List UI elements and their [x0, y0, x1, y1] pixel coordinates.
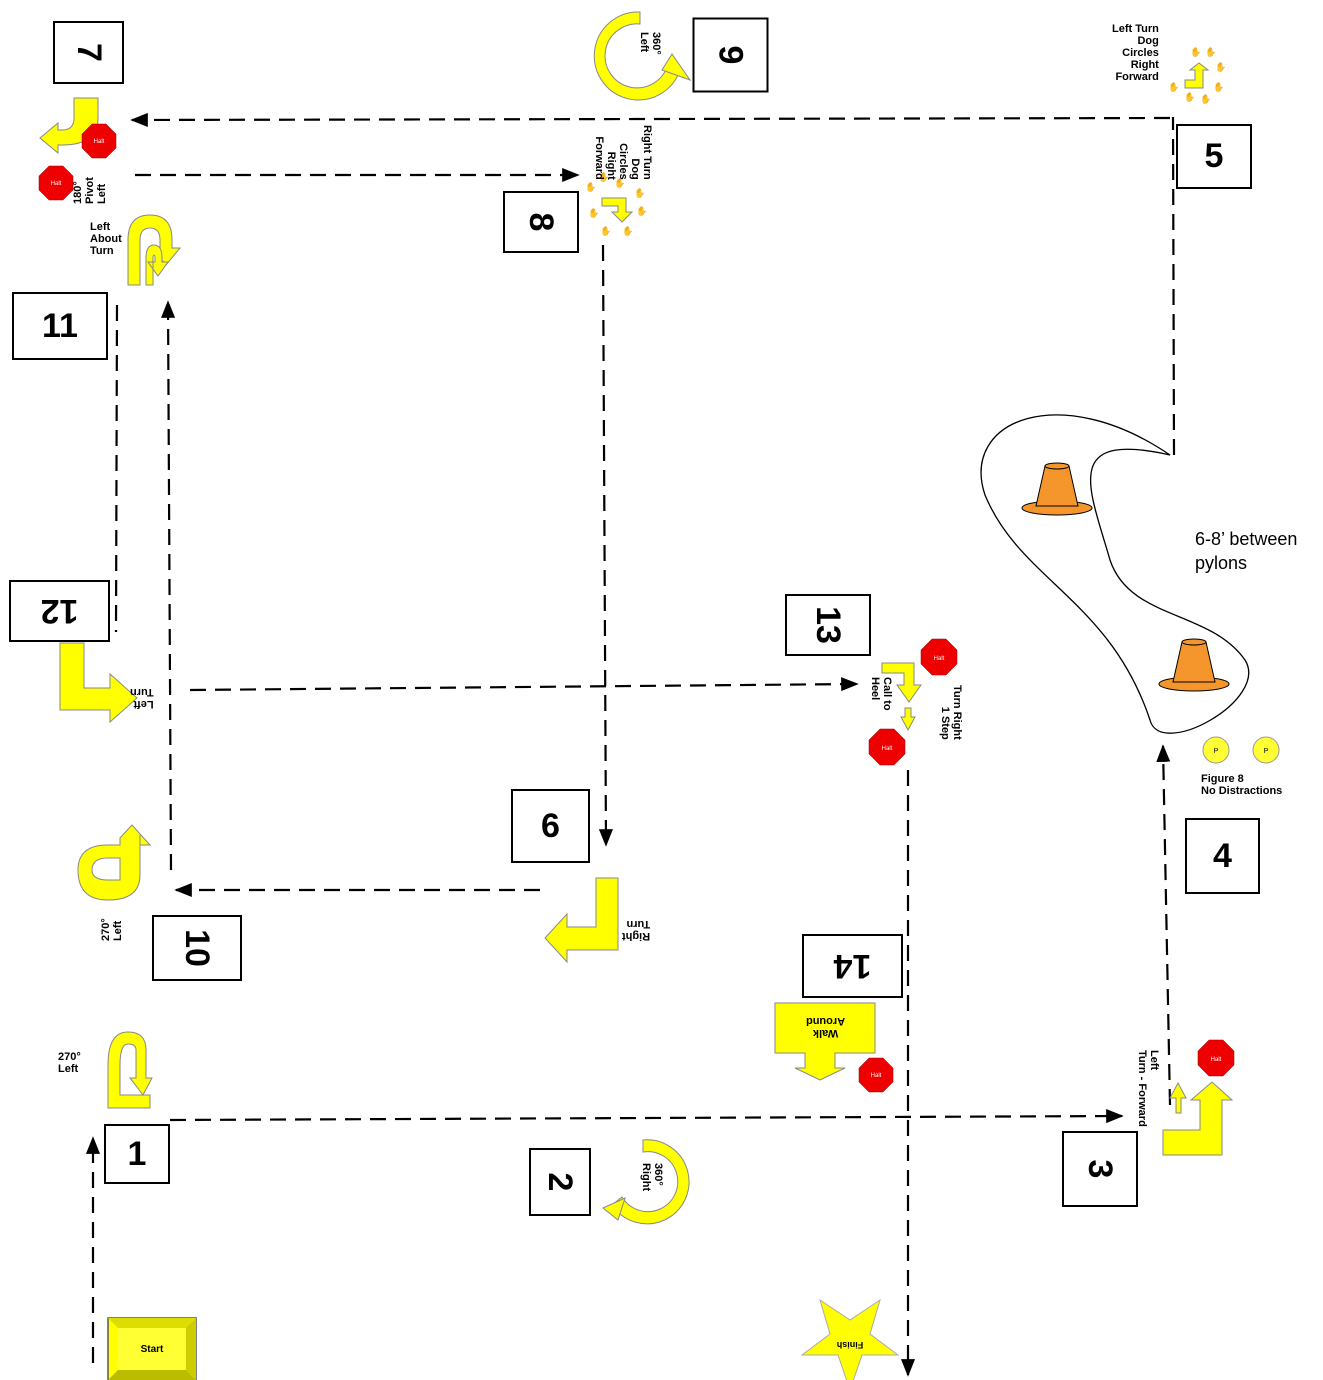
station-6: 6	[511, 789, 590, 863]
start-label: Start	[141, 1344, 164, 1355]
station-14: 14	[802, 934, 903, 998]
sign-right-turn	[544, 877, 619, 964]
station-2: 2	[529, 1148, 591, 1216]
halt-label-4: Halt	[882, 746, 893, 752]
halt-label-2: Halt	[51, 181, 62, 187]
finish-star: Finish	[800, 1298, 900, 1380]
path-10-to-about-turn	[161, 300, 176, 871]
label-360-right: 360° Right	[640, 1163, 664, 1192]
start-sign: Start	[107, 1317, 197, 1380]
svg-text:✋: ✋	[585, 181, 596, 193]
halt-label-1: Halt	[94, 139, 105, 145]
station-3: 3	[1062, 1131, 1138, 1207]
course-path	[85, 112, 1176, 1377]
path-11-to-12	[114, 304, 119, 633]
station-13: 13	[785, 594, 871, 656]
label-left-turn-forward: Left Turn - Forward	[1136, 1050, 1160, 1127]
post-left-label: P	[1214, 748, 1219, 755]
path-fig8-to-5	[1171, 116, 1176, 456]
svg-text:✋: ✋	[598, 171, 609, 183]
svg-text:✋: ✋	[1215, 61, 1226, 73]
halt-signs	[38, 123, 1235, 1093]
svg-text:✋: ✋	[1184, 91, 1195, 103]
svg-text:✋: ✋	[1205, 46, 1216, 58]
svg-text:✋: ✋	[622, 225, 633, 237]
sign-left-turn-forward	[1162, 1081, 1234, 1156]
label-call-to-heel: Call to Heel	[869, 677, 893, 711]
station-11: 11	[12, 292, 108, 360]
post-right-label: P	[1264, 748, 1269, 755]
station-7: 7	[53, 21, 124, 84]
halt-label-3: Halt	[934, 656, 945, 662]
svg-text:✋: ✋	[636, 205, 647, 217]
label-figure8: Figure 8 No Distractions	[1201, 773, 1283, 797]
svg-text:✋: ✋	[1213, 81, 1224, 93]
label-left-turn-dog-circles: Left Turn Dog Circles Right Forward	[1112, 23, 1159, 83]
label-left-about-turn: Left About Turn	[90, 221, 122, 257]
sign-walk-around	[774, 1002, 876, 1081]
station-5: 5	[1176, 124, 1252, 189]
path-3-to-4	[1156, 744, 1172, 1106]
halt-label-6: Halt	[1211, 1057, 1222, 1063]
path-1-to-3	[169, 1109, 1124, 1124]
label-180-pivot: 180° Pivot Left	[72, 177, 108, 204]
label-270-left-bottom: 270° Left	[100, 918, 124, 941]
label-pylon-note: 6-8’ between pylons	[1195, 529, 1298, 573]
station-1: 1	[104, 1124, 170, 1184]
label-360-left: 360° Left	[638, 32, 662, 55]
svg-text:✋: ✋	[634, 187, 645, 199]
label-walk-around: Walk Around	[806, 1015, 846, 1039]
sign-left-turn-circles	[1184, 62, 1210, 89]
svg-text:✋: ✋	[588, 207, 599, 219]
svg-text:✋: ✋	[614, 177, 625, 189]
finish-label: Finish	[837, 1340, 864, 1350]
pylon-top	[1021, 462, 1093, 516]
station-9: 9	[692, 17, 769, 93]
label-270-left-top: 270° Left	[58, 1051, 81, 1075]
svg-text:✋: ✋	[600, 225, 611, 237]
post-left	[1202, 736, 1230, 764]
post-right	[1252, 736, 1280, 764]
station-12: 12	[9, 580, 110, 642]
station-8: 8	[503, 191, 579, 253]
sign-call-to-heel	[881, 662, 922, 703]
svg-text:✋: ✋	[1190, 46, 1201, 58]
halt-label-5: Halt	[871, 1073, 882, 1079]
label-right-turn-dog-circles: Right Turn Dog Circles Right Forward	[593, 125, 653, 180]
sign-left-turn	[59, 642, 138, 724]
paw-marks: ✋✋✋✋ ✋✋✋ ✋✋✋✋ ✋✋✋✋	[585, 46, 1226, 237]
label-turn-right-1-step: Turn Right 1 Step	[939, 685, 963, 740]
path-5-to-7	[130, 112, 1171, 128]
pylon-bottom	[1158, 638, 1230, 692]
svg-text:✋: ✋	[1168, 81, 1179, 93]
path-12-to-13	[189, 677, 859, 692]
sign-270-left-1	[107, 1031, 153, 1109]
label-right-turn: Right Turn	[622, 918, 651, 942]
station-10: 10	[152, 915, 242, 981]
svg-text:✋: ✋	[1200, 93, 1211, 105]
path-8-to-6	[598, 244, 613, 847]
sign-360-left	[593, 11, 681, 101]
figure8-loop	[980, 414, 1250, 734]
sign-right-turn-circles	[601, 197, 634, 223]
station-4: 4	[1185, 818, 1260, 894]
label-left-turn: Left Turn	[130, 686, 154, 710]
